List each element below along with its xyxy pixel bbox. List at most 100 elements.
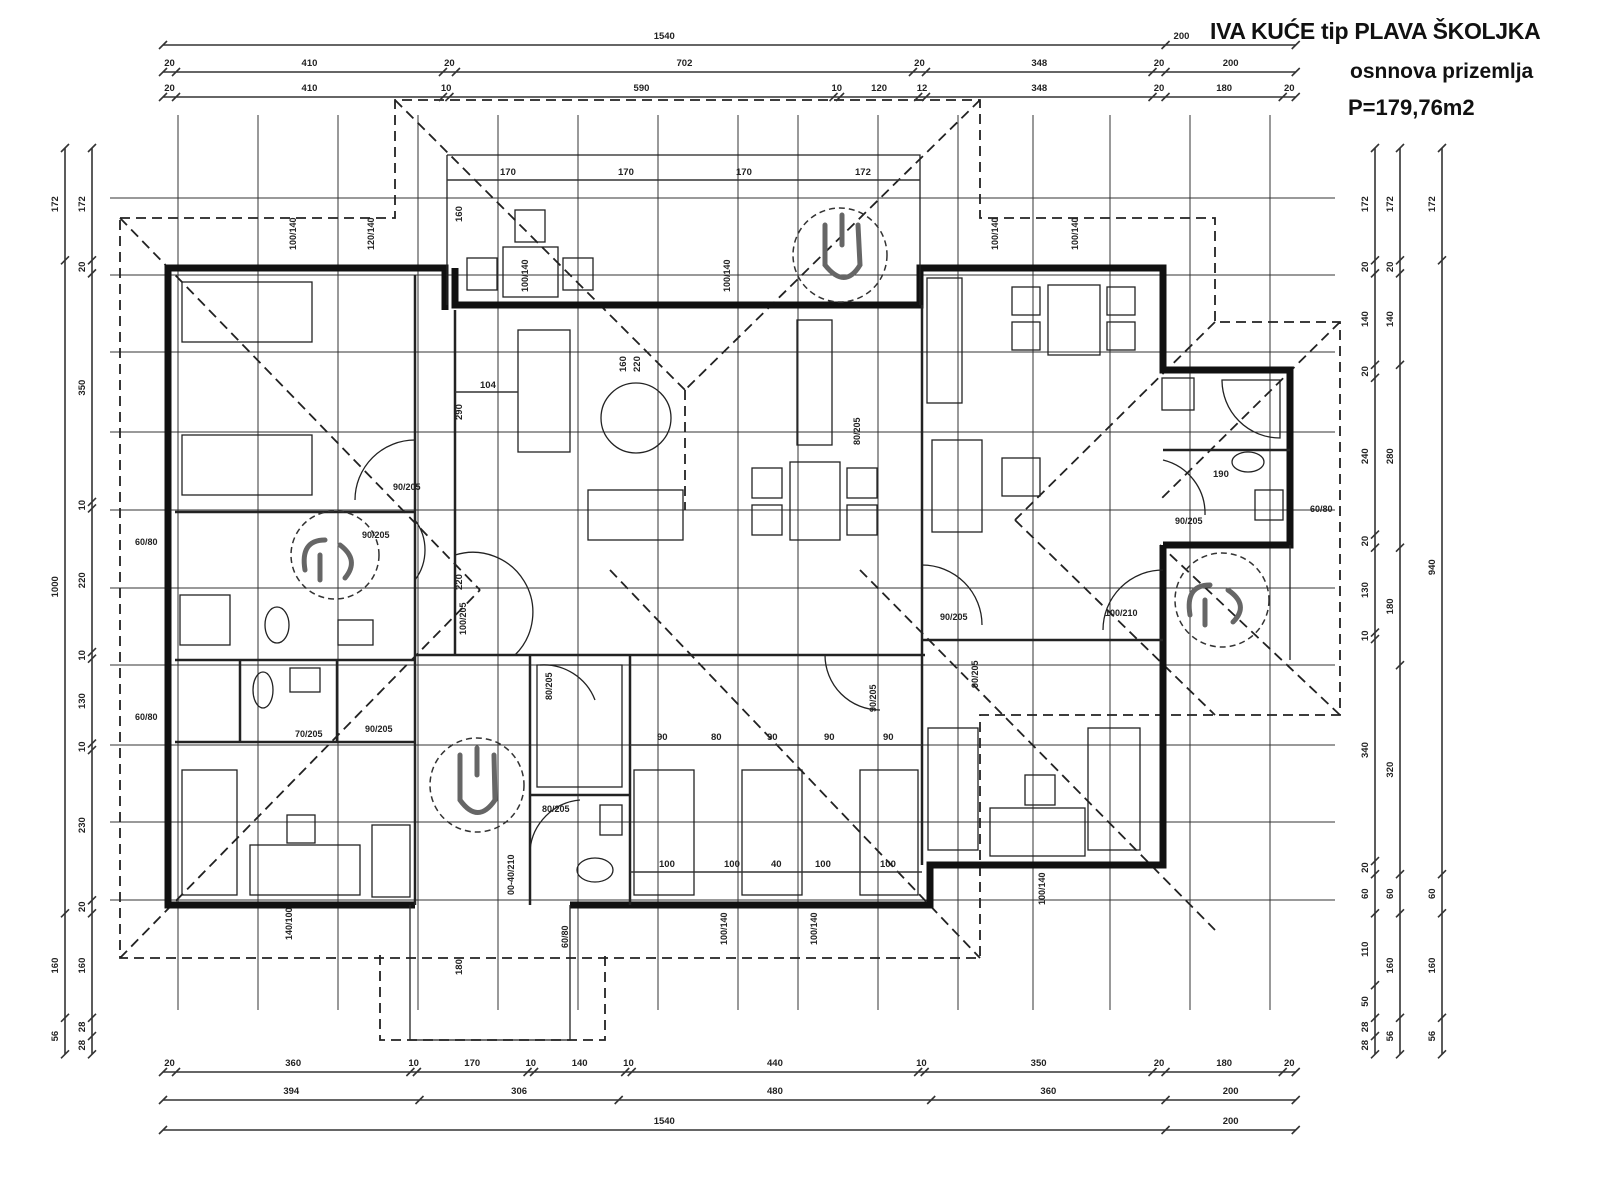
washbasin — [289, 667, 321, 693]
dim-tick — [1370, 268, 1380, 278]
dim-tick — [87, 503, 97, 514]
dim-tick — [522, 1067, 533, 1077]
dim-label: 20 — [164, 1058, 175, 1069]
dim-label: 90 — [657, 732, 668, 743]
washbasin — [1254, 489, 1284, 521]
dim-tick — [1395, 360, 1405, 370]
dim-tick — [1291, 40, 1301, 50]
dim-label: 290 — [454, 404, 465, 420]
dim-tick — [1395, 268, 1405, 278]
dim-tick — [444, 92, 455, 102]
desk — [989, 807, 1086, 857]
interior-walls — [175, 275, 1290, 905]
dim-label: 140 — [1385, 311, 1396, 327]
chair — [846, 467, 878, 499]
toilet — [264, 606, 290, 644]
dim-label: 20 — [1360, 536, 1371, 547]
bed — [633, 769, 695, 896]
dim-tick — [1395, 543, 1405, 553]
window-tag: 60/80 — [1310, 504, 1333, 514]
window-tag: 60/80 — [560, 925, 570, 948]
dim-label: 440 — [767, 1058, 783, 1069]
plan-title: IVA KUĆE tip PLAVA ŠKOLJKA — [1210, 18, 1541, 44]
door-tag: 90/205 — [362, 530, 390, 540]
dim-tick — [926, 1095, 936, 1105]
armchair — [587, 489, 684, 541]
furniture — [179, 209, 1284, 898]
wardrobe — [536, 664, 623, 788]
window-tag: 60/80 — [135, 537, 158, 547]
window-tag: 140/100 — [284, 907, 294, 940]
dim-label: 20 — [1385, 262, 1396, 273]
bed — [927, 727, 979, 851]
dim-label: 110 — [1360, 942, 1371, 957]
chair — [514, 209, 546, 243]
dim-label: 90 — [824, 732, 835, 743]
dim-tick — [87, 895, 97, 905]
dim-tick — [1160, 1067, 1171, 1077]
dim-label: 230 — [77, 817, 88, 833]
dim-label: 10 — [526, 1058, 537, 1069]
dim-tick — [1278, 92, 1288, 102]
dim-label: 50 — [1360, 996, 1371, 1007]
dim-label: 190 — [1213, 469, 1229, 480]
terrace-table — [502, 246, 559, 298]
window-tag: 100/140 — [1070, 217, 1080, 250]
structural-markers — [290, 207, 1270, 833]
dim-tick — [913, 92, 923, 102]
door-swings — [354, 439, 1206, 851]
dim-label: 394 — [283, 1086, 300, 1097]
window-tag: 60/80 — [135, 712, 158, 722]
dim-label: 320 — [1385, 762, 1396, 778]
dim-tick — [87, 497, 97, 507]
dim-tick — [1278, 1067, 1288, 1077]
dim-label: 160 — [50, 958, 61, 974]
window-tag: 100/140 — [1037, 872, 1047, 905]
bed — [741, 769, 803, 896]
dim-label: 220 — [632, 356, 643, 372]
dim-tick — [1437, 255, 1447, 265]
door-tag: 80/205 — [542, 804, 570, 814]
dim-tick — [87, 647, 97, 657]
chair — [1024, 774, 1056, 806]
window-tag: 100/140 — [990, 217, 1000, 250]
dim-tick — [1395, 255, 1405, 265]
dim-label: 20 — [914, 58, 925, 69]
dim-label: 12 — [917, 83, 928, 94]
dim-tick — [921, 92, 931, 102]
chair — [562, 257, 594, 291]
kitchen-counter — [926, 277, 963, 404]
dim-tick — [1370, 373, 1380, 383]
door-tag: 90/205 — [1175, 516, 1203, 526]
interior-dimensions: 90 80 90 90 90 100 100 40 100 100 104 29… — [454, 356, 1229, 975]
dim-label: 140 — [572, 1058, 588, 1069]
door-tag: 70/205 — [295, 729, 323, 739]
dim-label: 100 — [724, 859, 740, 870]
dim-tick — [1160, 92, 1171, 102]
wardrobe — [371, 824, 411, 898]
chair — [751, 504, 783, 536]
bed — [859, 769, 919, 896]
door-tag: 90/205 — [970, 660, 980, 688]
dim-label: 240 — [1360, 448, 1371, 464]
dim-label: 56 — [1385, 1031, 1396, 1042]
dim-label: 180 — [1216, 1058, 1232, 1069]
dim-tick — [87, 143, 97, 153]
dim-label: 20 — [1360, 862, 1371, 873]
dim-label: 348 — [1031, 58, 1047, 69]
dim-tick — [451, 67, 461, 77]
washbasin — [337, 619, 374, 646]
chair — [466, 257, 498, 291]
dim-label: 940 — [1427, 559, 1438, 575]
dim-label: 90 — [883, 732, 894, 743]
column-symbol-icon — [1186, 582, 1243, 628]
roof-outline — [119, 99, 1341, 1041]
dim-tick — [87, 1049, 97, 1059]
window-tag: 100/140 — [520, 259, 530, 292]
dim-tick — [908, 67, 918, 77]
dim-tick — [158, 40, 168, 50]
door-tag: 90/205 — [868, 684, 878, 712]
kitchen-counter — [796, 319, 833, 446]
dim-label: 60 — [1427, 888, 1438, 899]
dim-tick — [1437, 908, 1447, 918]
